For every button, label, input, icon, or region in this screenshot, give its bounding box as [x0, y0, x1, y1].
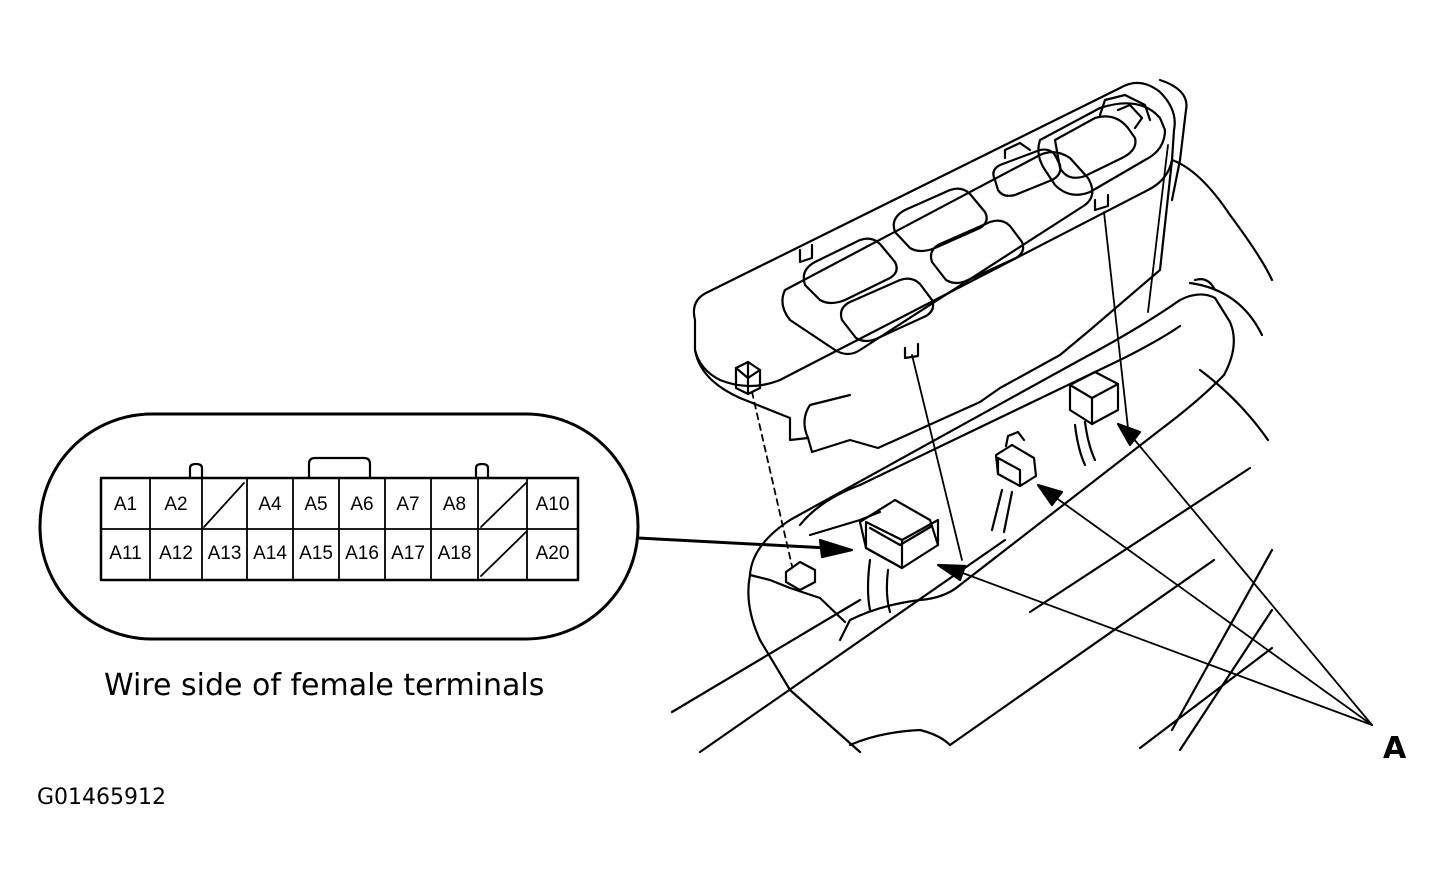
terminal-label-a14: A14 — [253, 543, 287, 564]
terminal-label-a4: A4 — [258, 494, 282, 515]
callout-pointer-arrowhead — [818, 538, 854, 559]
terminal-label-a15: A15 — [299, 543, 333, 564]
terminal-label-a6: A6 — [350, 494, 373, 515]
callout-a-arrowhead-3 — [1116, 422, 1142, 447]
callout-a-arrowhead-1 — [936, 563, 967, 582]
callout-a-label: A — [1383, 731, 1407, 766]
power-window-switch-panel — [692, 78, 1274, 454]
connector-callout-outline — [38, 412, 640, 641]
callout-pointer-line — [636, 536, 830, 550]
connector-lock-tab — [307, 456, 372, 480]
terminal-label-a16: A16 — [345, 543, 379, 564]
terminal-label-a5: A5 — [304, 494, 327, 515]
empty-cavity-marks — [203, 482, 527, 577]
connector-post-right — [474, 462, 490, 480]
callout-a-leaders — [959, 431, 1373, 726]
terminal-label-a12: A12 — [159, 543, 193, 564]
connector-small-middle — [990, 430, 1038, 534]
terminal-label-a1: A1 — [114, 494, 137, 515]
figure-id: G01465912 — [37, 785, 167, 810]
terminal-label-a17: A17 — [391, 543, 425, 564]
terminal-label-a11: A11 — [109, 543, 141, 564]
connector-right — [1068, 370, 1120, 467]
door-armrest-trim — [670, 144, 1274, 754]
terminal-label-a13: A13 — [208, 543, 242, 564]
terminal-label-a8: A8 — [443, 494, 466, 515]
terminal-label-a2: A2 — [164, 494, 187, 515]
terminal-label-a18: A18 — [438, 543, 472, 564]
connector-grid — [100, 477, 579, 581]
terminal-label-a7: A7 — [396, 494, 419, 515]
callout-a-arrowhead-2 — [1036, 483, 1064, 507]
terminal-label-a10: A10 — [536, 494, 570, 515]
terminal-label-a20: A20 — [536, 543, 570, 564]
connector-20p — [858, 498, 940, 614]
connector-post-left — [188, 462, 204, 480]
connector-caption: Wire side of female terminals — [104, 668, 545, 703]
